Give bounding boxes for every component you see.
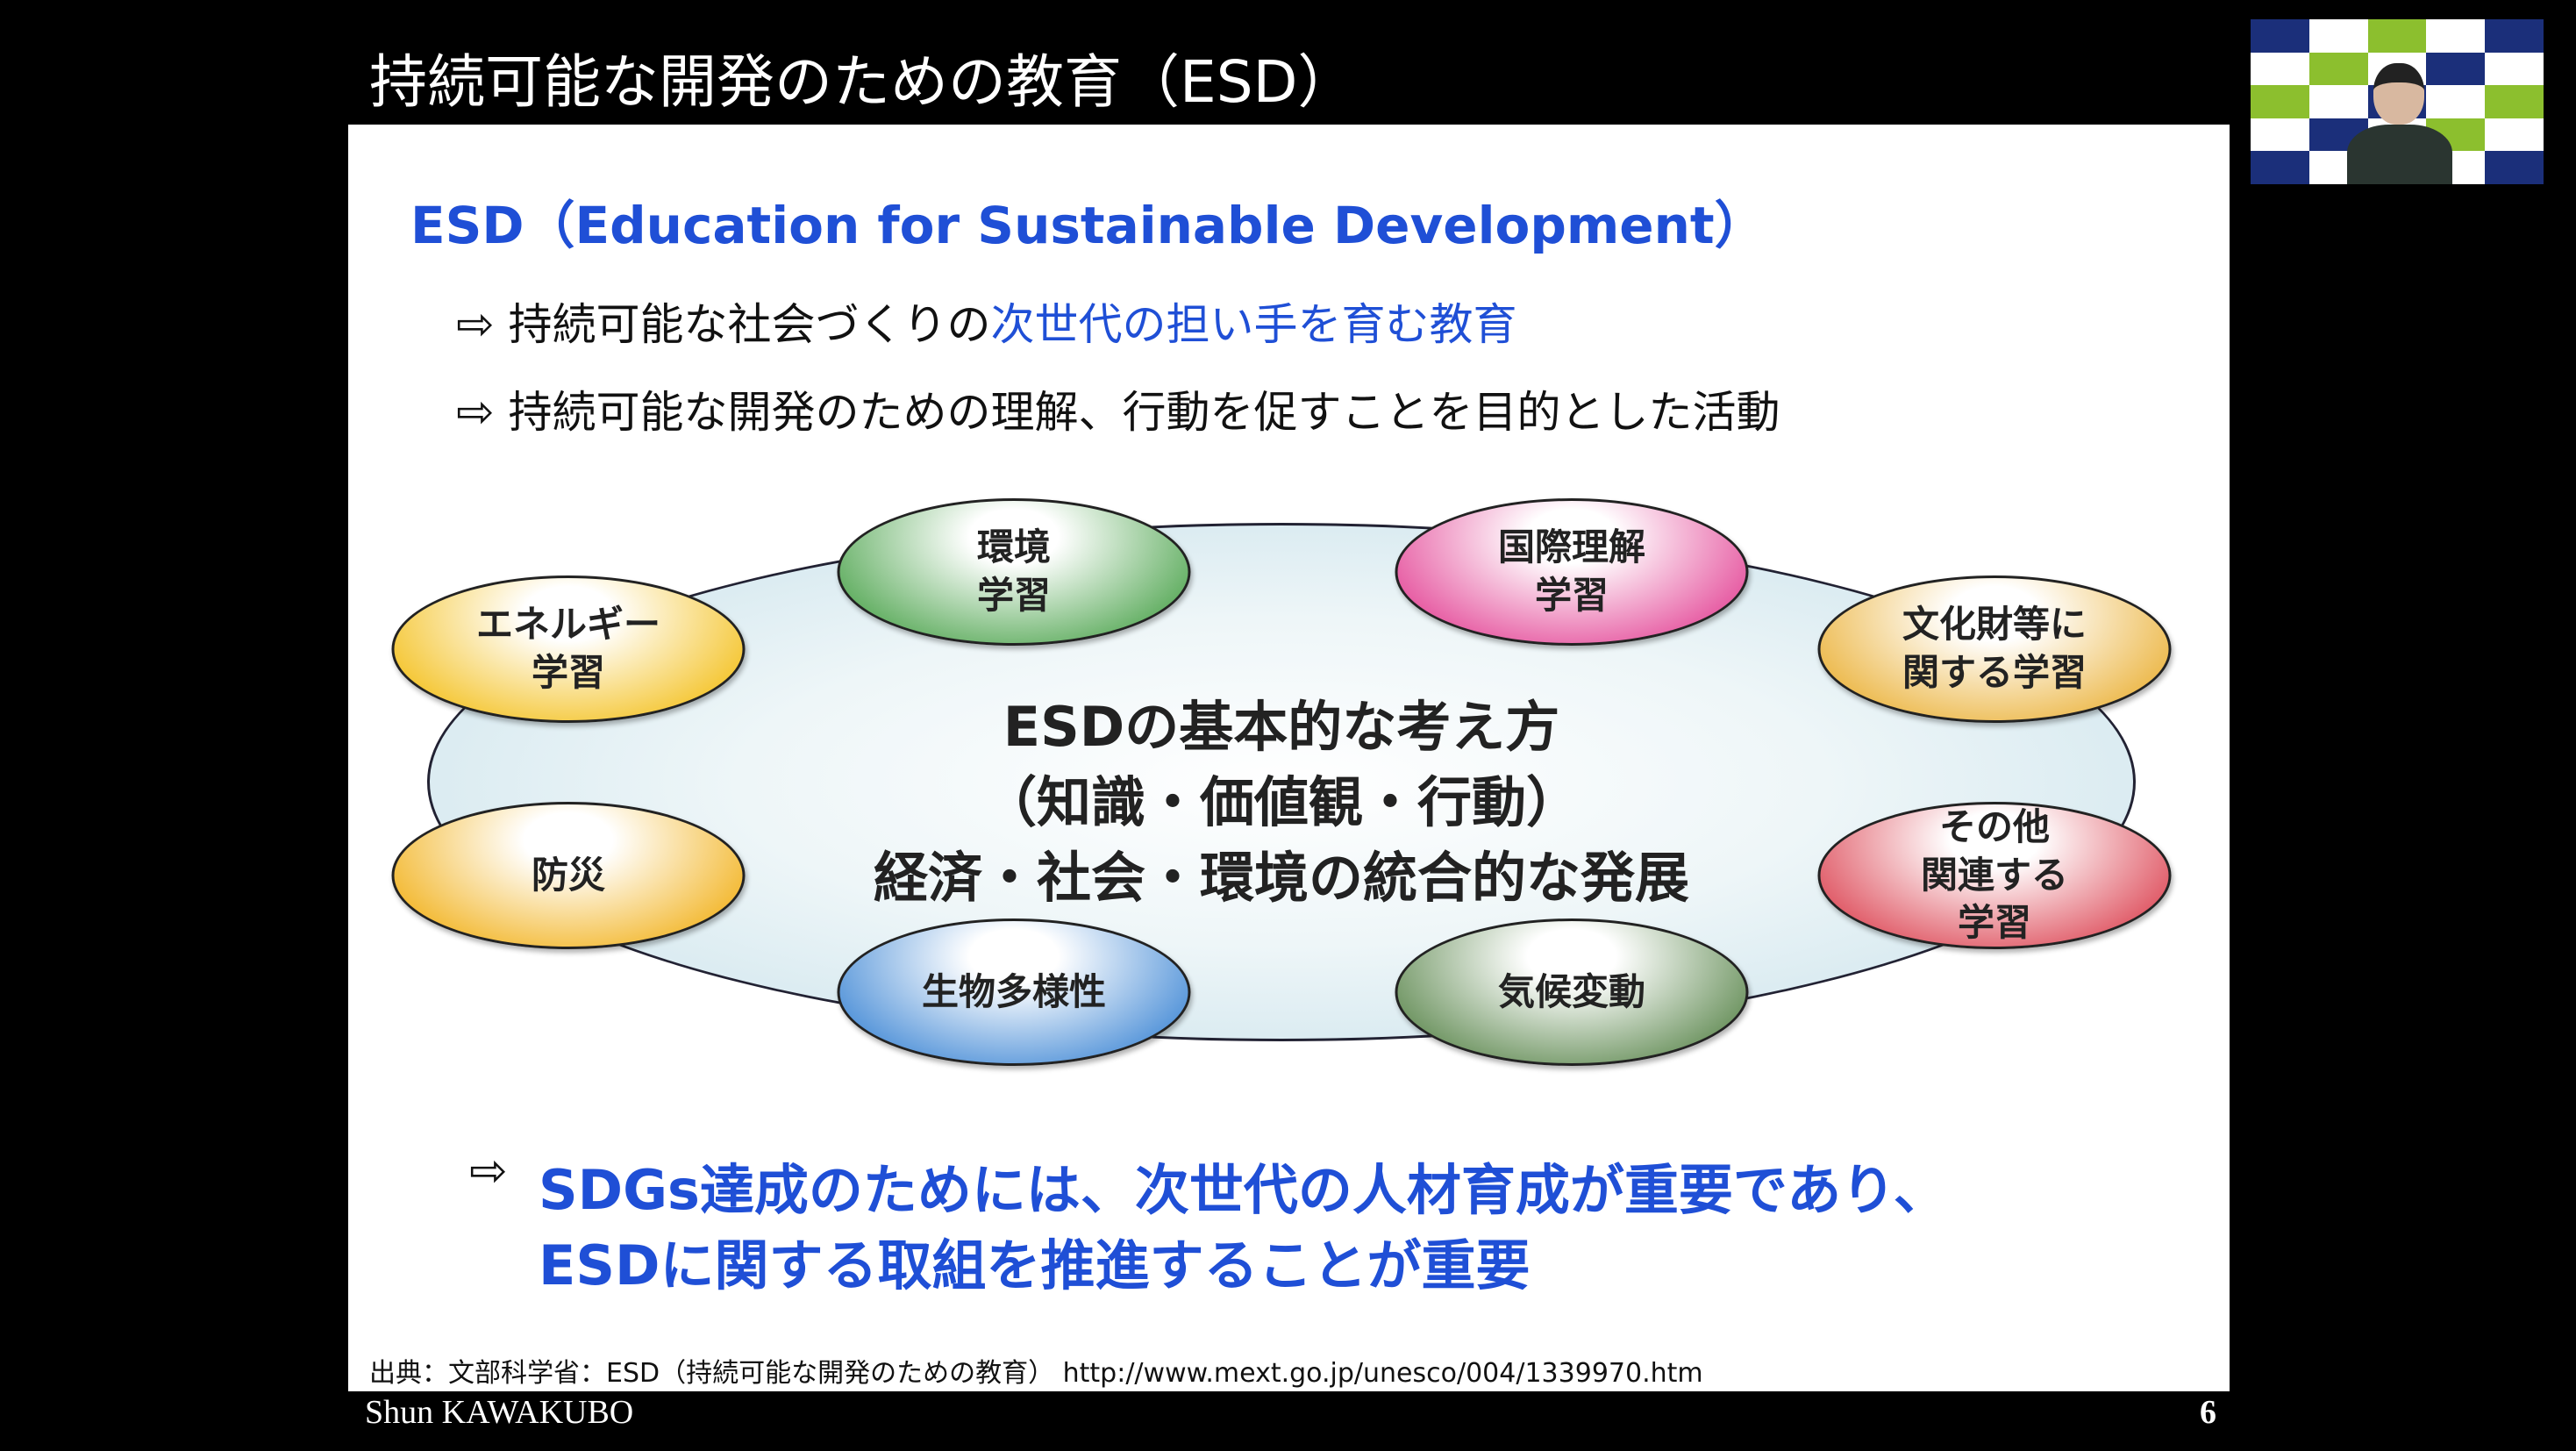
bullet-highlight: 次世代の担い手を育む教育 (990, 299, 1517, 350)
bullet-text: 持続可能な開発のための理解、行動を促すことを目的とした活動 (508, 387, 1780, 438)
backdrop-tile (2308, 19, 2368, 53)
backdrop-tile (2251, 118, 2309, 152)
bottom-line-1: SDGs達成のためには、次世代の人材育成が重要であり、 (539, 1158, 1948, 1222)
oval-climate-change: 気候変動 (1395, 918, 1749, 1066)
backdrop-tile (2426, 52, 2486, 86)
bullet-1: ⇨ 持続可能な社会づくりの次世代の担い手を育む教育 (456, 289, 1516, 353)
backdrop-tile (2485, 118, 2544, 152)
backdrop-tile (2251, 19, 2309, 53)
backdrop-tile (2251, 85, 2309, 118)
center-line-3: 経済・社会・環境の統合的な発展 (873, 846, 1690, 910)
backdrop-tile (2367, 19, 2427, 53)
oval-biodiversity: 生物多様性 (837, 918, 1191, 1066)
slide-heading: ESD（Education for Sustainable Developmen… (410, 196, 1766, 255)
center-line-1: ESDの基本的な考え方 (1003, 695, 1560, 759)
source-citation: 出典：文部科学省：ESD（持続可能な開発のための教育） http://www.m… (369, 1358, 1703, 1389)
oval-disaster-prevention: 防災 (391, 802, 746, 949)
arrow-icon: ⇨ (469, 1145, 508, 1197)
oval-environment: 環境 学習 (837, 498, 1191, 646)
backdrop-tile (2308, 85, 2368, 118)
oval-other-related: その他 関連する 学習 (1817, 802, 2172, 949)
backdrop-tile (2426, 19, 2486, 53)
backdrop-tile (2485, 19, 2544, 53)
backdrop-tile (2485, 52, 2544, 86)
center-line-2: （知識・価値観・行動） (981, 770, 1581, 834)
backdrop-tile (2251, 151, 2309, 184)
footer-author: Shun KAWAKUBO (365, 1394, 634, 1431)
arrow-icon: ⇨ (456, 298, 495, 351)
bullet-text: 持続可能な社会づくりの (508, 299, 991, 350)
bullet-2: ⇨ 持続可能な開発のための理解、行動を促すことを目的とした活動 (456, 377, 1780, 440)
speaker-webcam-video[interactable] (2251, 19, 2544, 184)
backdrop-tile (2485, 151, 2544, 184)
bottom-line-2: ESDに関する取組を推進することが重要 (539, 1233, 1531, 1297)
backdrop-tile (2251, 52, 2309, 86)
backdrop-tile (2426, 85, 2486, 118)
arrow-icon: ⇨ (456, 386, 495, 439)
backdrop-tile (2485, 85, 2544, 118)
presentation-title: 持続可能な開発のための教育（ESD） (369, 48, 1356, 116)
oval-cultural-heritage: 文化財等に 関する学習 (1817, 575, 2172, 723)
speaker-avatar (2347, 63, 2452, 184)
page-number: 6 (2200, 1394, 2216, 1431)
backdrop-tile (2308, 52, 2368, 86)
oval-international-understanding: 国際理解 学習 (1395, 498, 1749, 646)
oval-energy: エネルギー 学習 (391, 575, 746, 723)
